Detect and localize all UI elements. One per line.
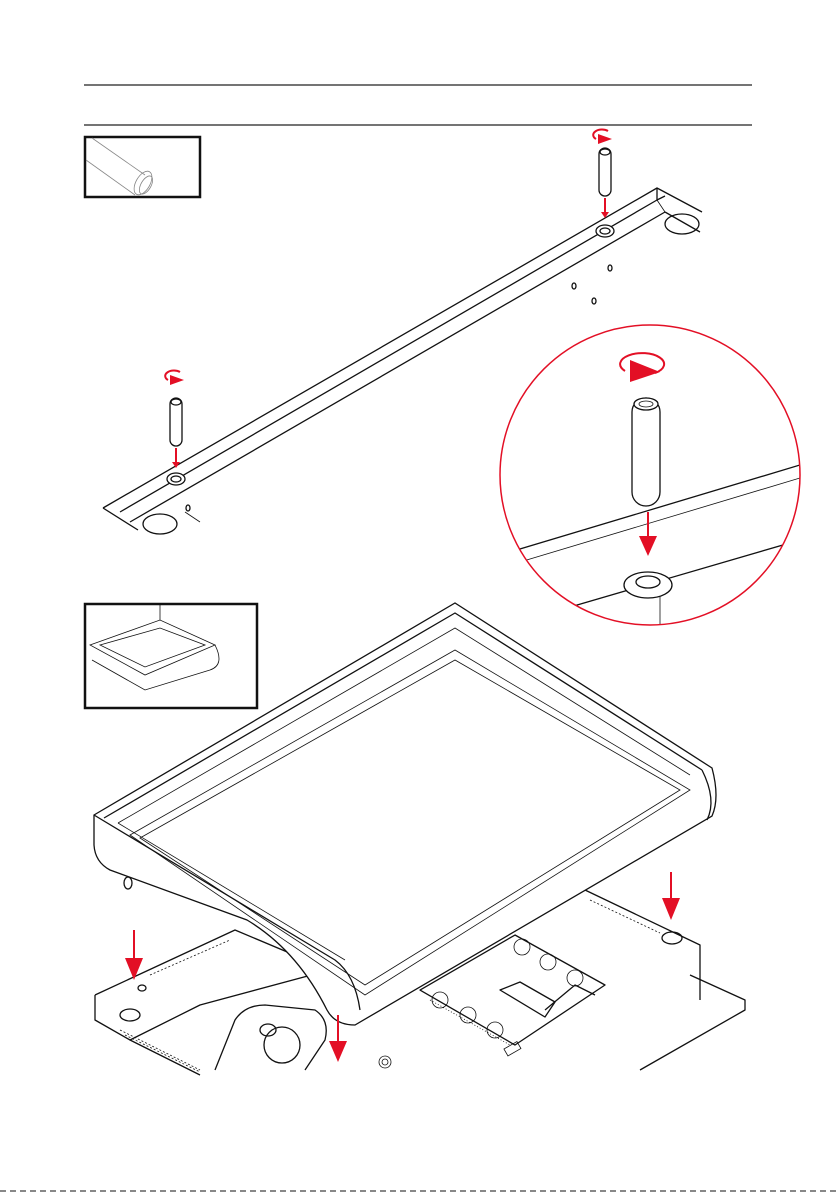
crossbar-beam <box>102 187 703 535</box>
placement-arrows <box>125 872 680 1062</box>
inset-griddle-plate <box>83 602 259 710</box>
grill-base <box>94 889 746 1076</box>
arrow-down-icon <box>172 198 609 468</box>
rotate-clockwise-icon <box>164 128 612 385</box>
detail-callout <box>499 324 801 626</box>
griddle-plate <box>93 602 717 1026</box>
inset-spacer-tube <box>83 135 202 199</box>
spacer-tube-left <box>169 397 183 447</box>
spacer-tube-right <box>598 147 612 197</box>
